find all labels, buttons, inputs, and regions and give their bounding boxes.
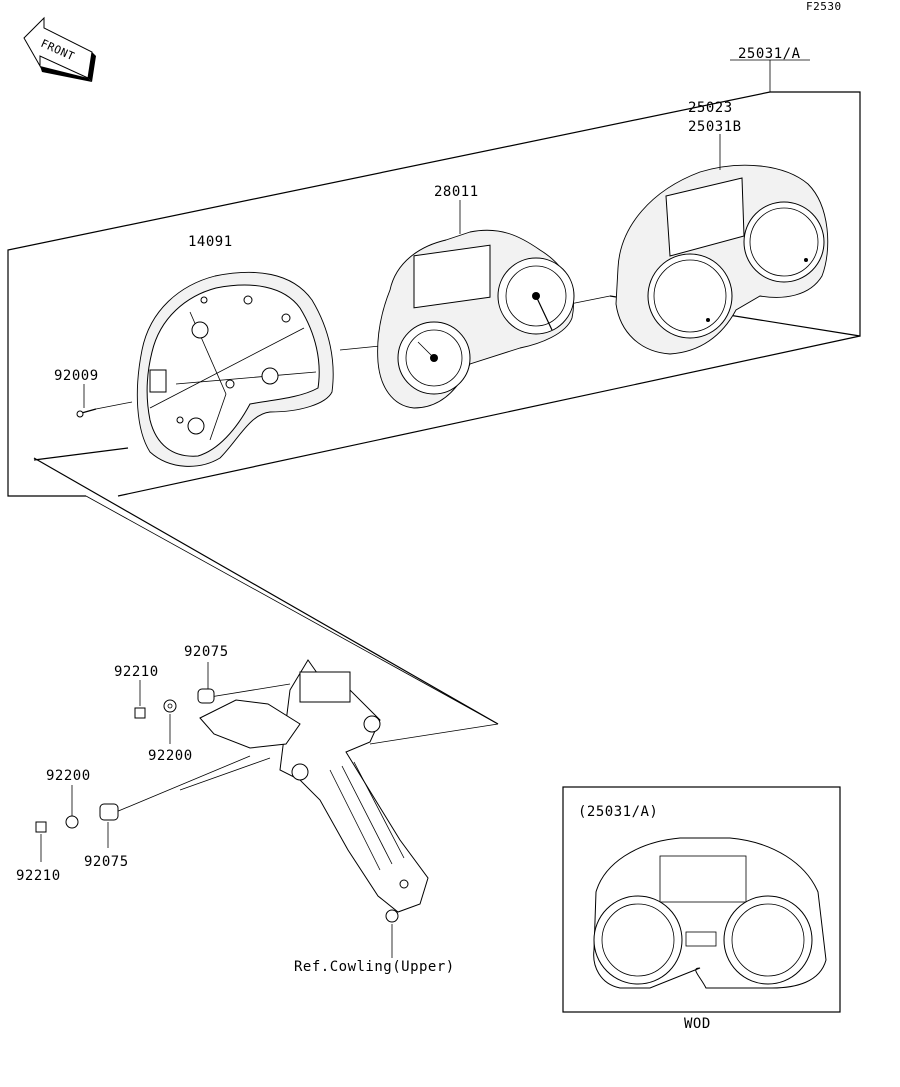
label-25031b: 25031B: [688, 119, 742, 135]
fasteners-lower: [35, 785, 119, 862]
screw-92009: [76, 384, 97, 418]
label-92075-lower: 92075: [84, 854, 129, 870]
inset-title: (25031/A): [578, 804, 658, 820]
mount-outline: [33, 447, 499, 813]
label-92009: 92009: [54, 368, 99, 384]
meter-cover-25023: [615, 134, 829, 355]
label-92210-upper: 92210: [114, 664, 159, 680]
inset-panel: [562, 786, 841, 1013]
label-14091: 14091: [188, 234, 233, 250]
inset-caption: WOD: [684, 1016, 711, 1032]
figure-code: F2530: [806, 0, 842, 13]
front-arrow-icon: FRONT: [23, 16, 96, 82]
meter-panel-28011: [377, 200, 575, 409]
fasteners-upper: [134, 662, 215, 744]
label-28011: 28011: [434, 184, 479, 200]
label-25031a: 25031/A: [738, 46, 801, 62]
label-25023: 25023: [688, 100, 733, 116]
rear-housing-14091: [136, 271, 334, 467]
label-92075-upper: 92075: [184, 644, 229, 660]
label-92200-upper: 92200: [148, 748, 193, 764]
label-92200-lower: 92200: [46, 768, 91, 784]
meter-bracket: [199, 659, 429, 958]
label-ref-cowling: Ref.Cowling(Upper): [294, 959, 455, 975]
label-92210-lower: 92210: [16, 868, 61, 884]
